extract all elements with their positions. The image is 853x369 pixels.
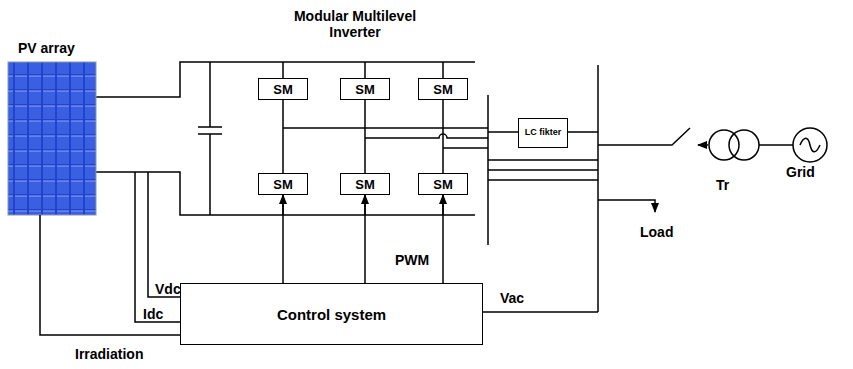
box-label: SM: [355, 177, 375, 192]
diagram-label: PWM: [395, 252, 429, 268]
diagram-label: Load: [640, 224, 673, 240]
submodule-box: SM: [340, 173, 390, 195]
box-label: SM: [433, 177, 453, 192]
diagram-label: Vdc: [155, 281, 181, 297]
box-label: SM: [355, 82, 375, 97]
box-label: LC fikter: [525, 128, 562, 138]
diagram-label: Modular Multilevel Inverter: [270, 8, 440, 40]
submodule-box: SM: [418, 173, 468, 195]
diagram-label: Vac: [500, 290, 524, 306]
signal-connector: [364, 195, 366, 283]
pv-panel: PV array: [8, 62, 96, 215]
box-label: SM: [433, 82, 453, 97]
control-box: Control system: [180, 283, 483, 345]
signal-connector: [40, 215, 180, 335]
box-label: SM: [273, 177, 293, 192]
diagram-label: Irradiation: [75, 346, 143, 362]
diagram-label: Grid: [786, 164, 815, 180]
filter-box: LC fikter: [518, 118, 568, 148]
diagram-label: Tr: [716, 177, 729, 193]
box-label: SM: [273, 82, 293, 97]
submodule-box: SM: [258, 173, 308, 195]
submodule-box: SM: [418, 78, 468, 100]
submodule-box: SM: [258, 78, 308, 100]
submodule-box: SM: [340, 78, 390, 100]
signal-connector: [282, 195, 284, 283]
box-label: Control system: [277, 306, 386, 323]
panel-heading: PV array: [18, 40, 75, 56]
signal-connector: [442, 195, 444, 283]
diagram-label: Idc: [143, 306, 163, 322]
